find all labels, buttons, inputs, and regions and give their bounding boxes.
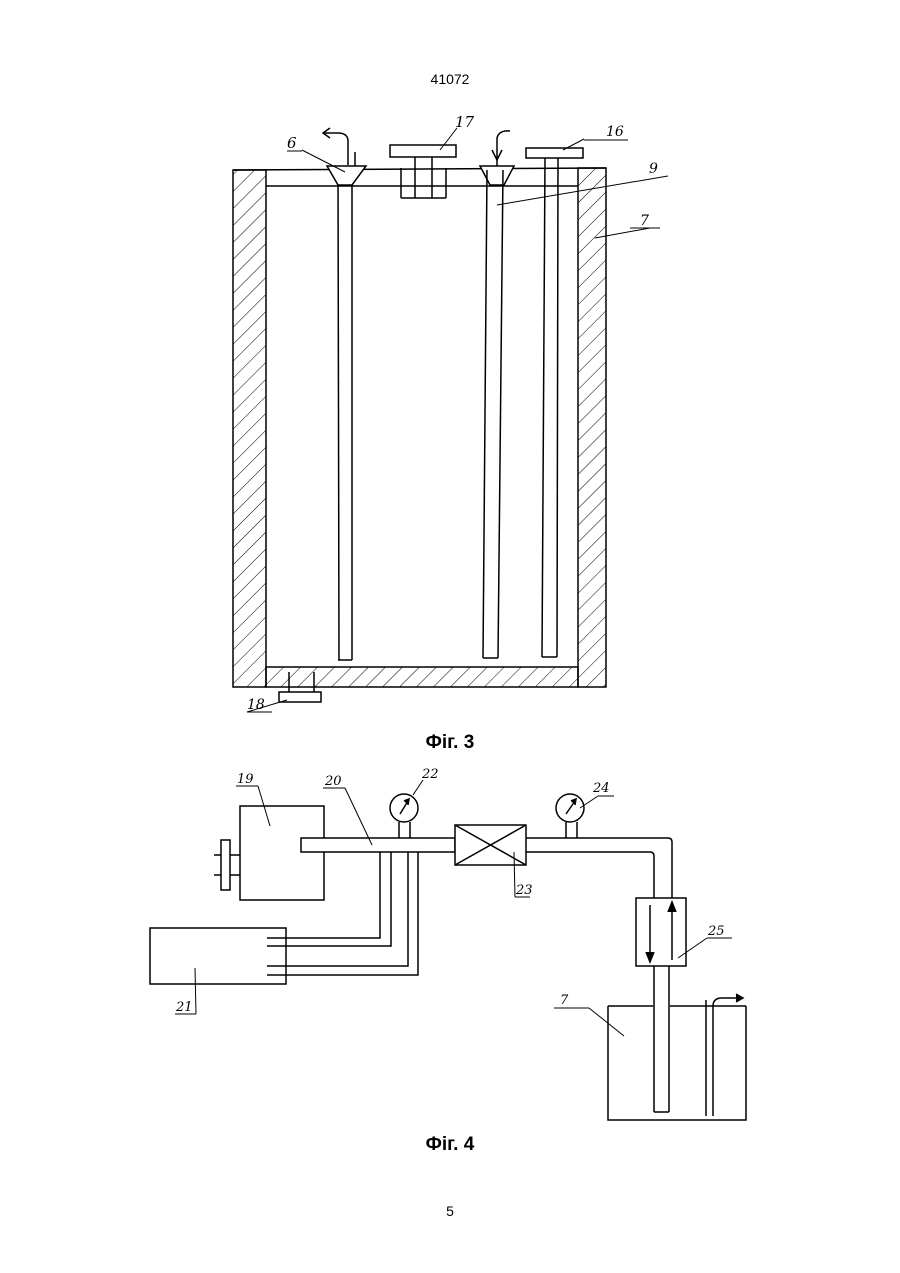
- vessel-left-wall: [233, 170, 266, 687]
- label-7-fig4: 7: [560, 993, 569, 1008]
- tube-9: [480, 166, 514, 658]
- vessel-right-wall: [578, 168, 606, 687]
- label-22: 22: [421, 767, 439, 782]
- page-number: 5: [0, 1203, 900, 1219]
- label-23: 23: [515, 883, 533, 898]
- figure-3-caption: Фіг. 3: [0, 732, 900, 754]
- label-18: 18: [247, 697, 265, 713]
- pipe-20: [301, 838, 455, 852]
- label-6: 6: [287, 134, 297, 152]
- motor-19: [214, 806, 324, 900]
- figure-3-drawing: 6 17 16 9 7 18: [0, 0, 900, 730]
- label-9: 9: [649, 161, 658, 177]
- gauge-24: [556, 794, 584, 838]
- label-21: 21: [175, 1000, 193, 1015]
- label-25: 25: [707, 924, 725, 939]
- controller-21: [150, 928, 286, 984]
- vessel-7: [608, 966, 746, 1120]
- label-20: 20: [324, 774, 342, 789]
- outlet-pipe: [526, 838, 672, 898]
- rod-16: [526, 148, 583, 657]
- gauge-22: [390, 794, 418, 838]
- flowmeter-25: [636, 898, 686, 966]
- tube-6: [327, 166, 366, 660]
- figure-4-caption: Фіг. 4: [0, 1134, 900, 1156]
- outflow-arrow-left: [323, 128, 355, 166]
- figure-4-drawing: 19 20 22 24 23 25 21 7: [0, 760, 900, 1140]
- valve-23: [455, 825, 526, 865]
- label-16: 16: [606, 124, 624, 140]
- fitting-17: [390, 145, 456, 198]
- label-24: 24: [592, 781, 610, 796]
- vessel-lid: [233, 168, 606, 186]
- label-17: 17: [455, 113, 475, 131]
- label-19: 19: [237, 772, 254, 787]
- inflow-arrow-right: [492, 131, 510, 166]
- vessel-bottom: [266, 667, 578, 687]
- label-7: 7: [640, 213, 649, 229]
